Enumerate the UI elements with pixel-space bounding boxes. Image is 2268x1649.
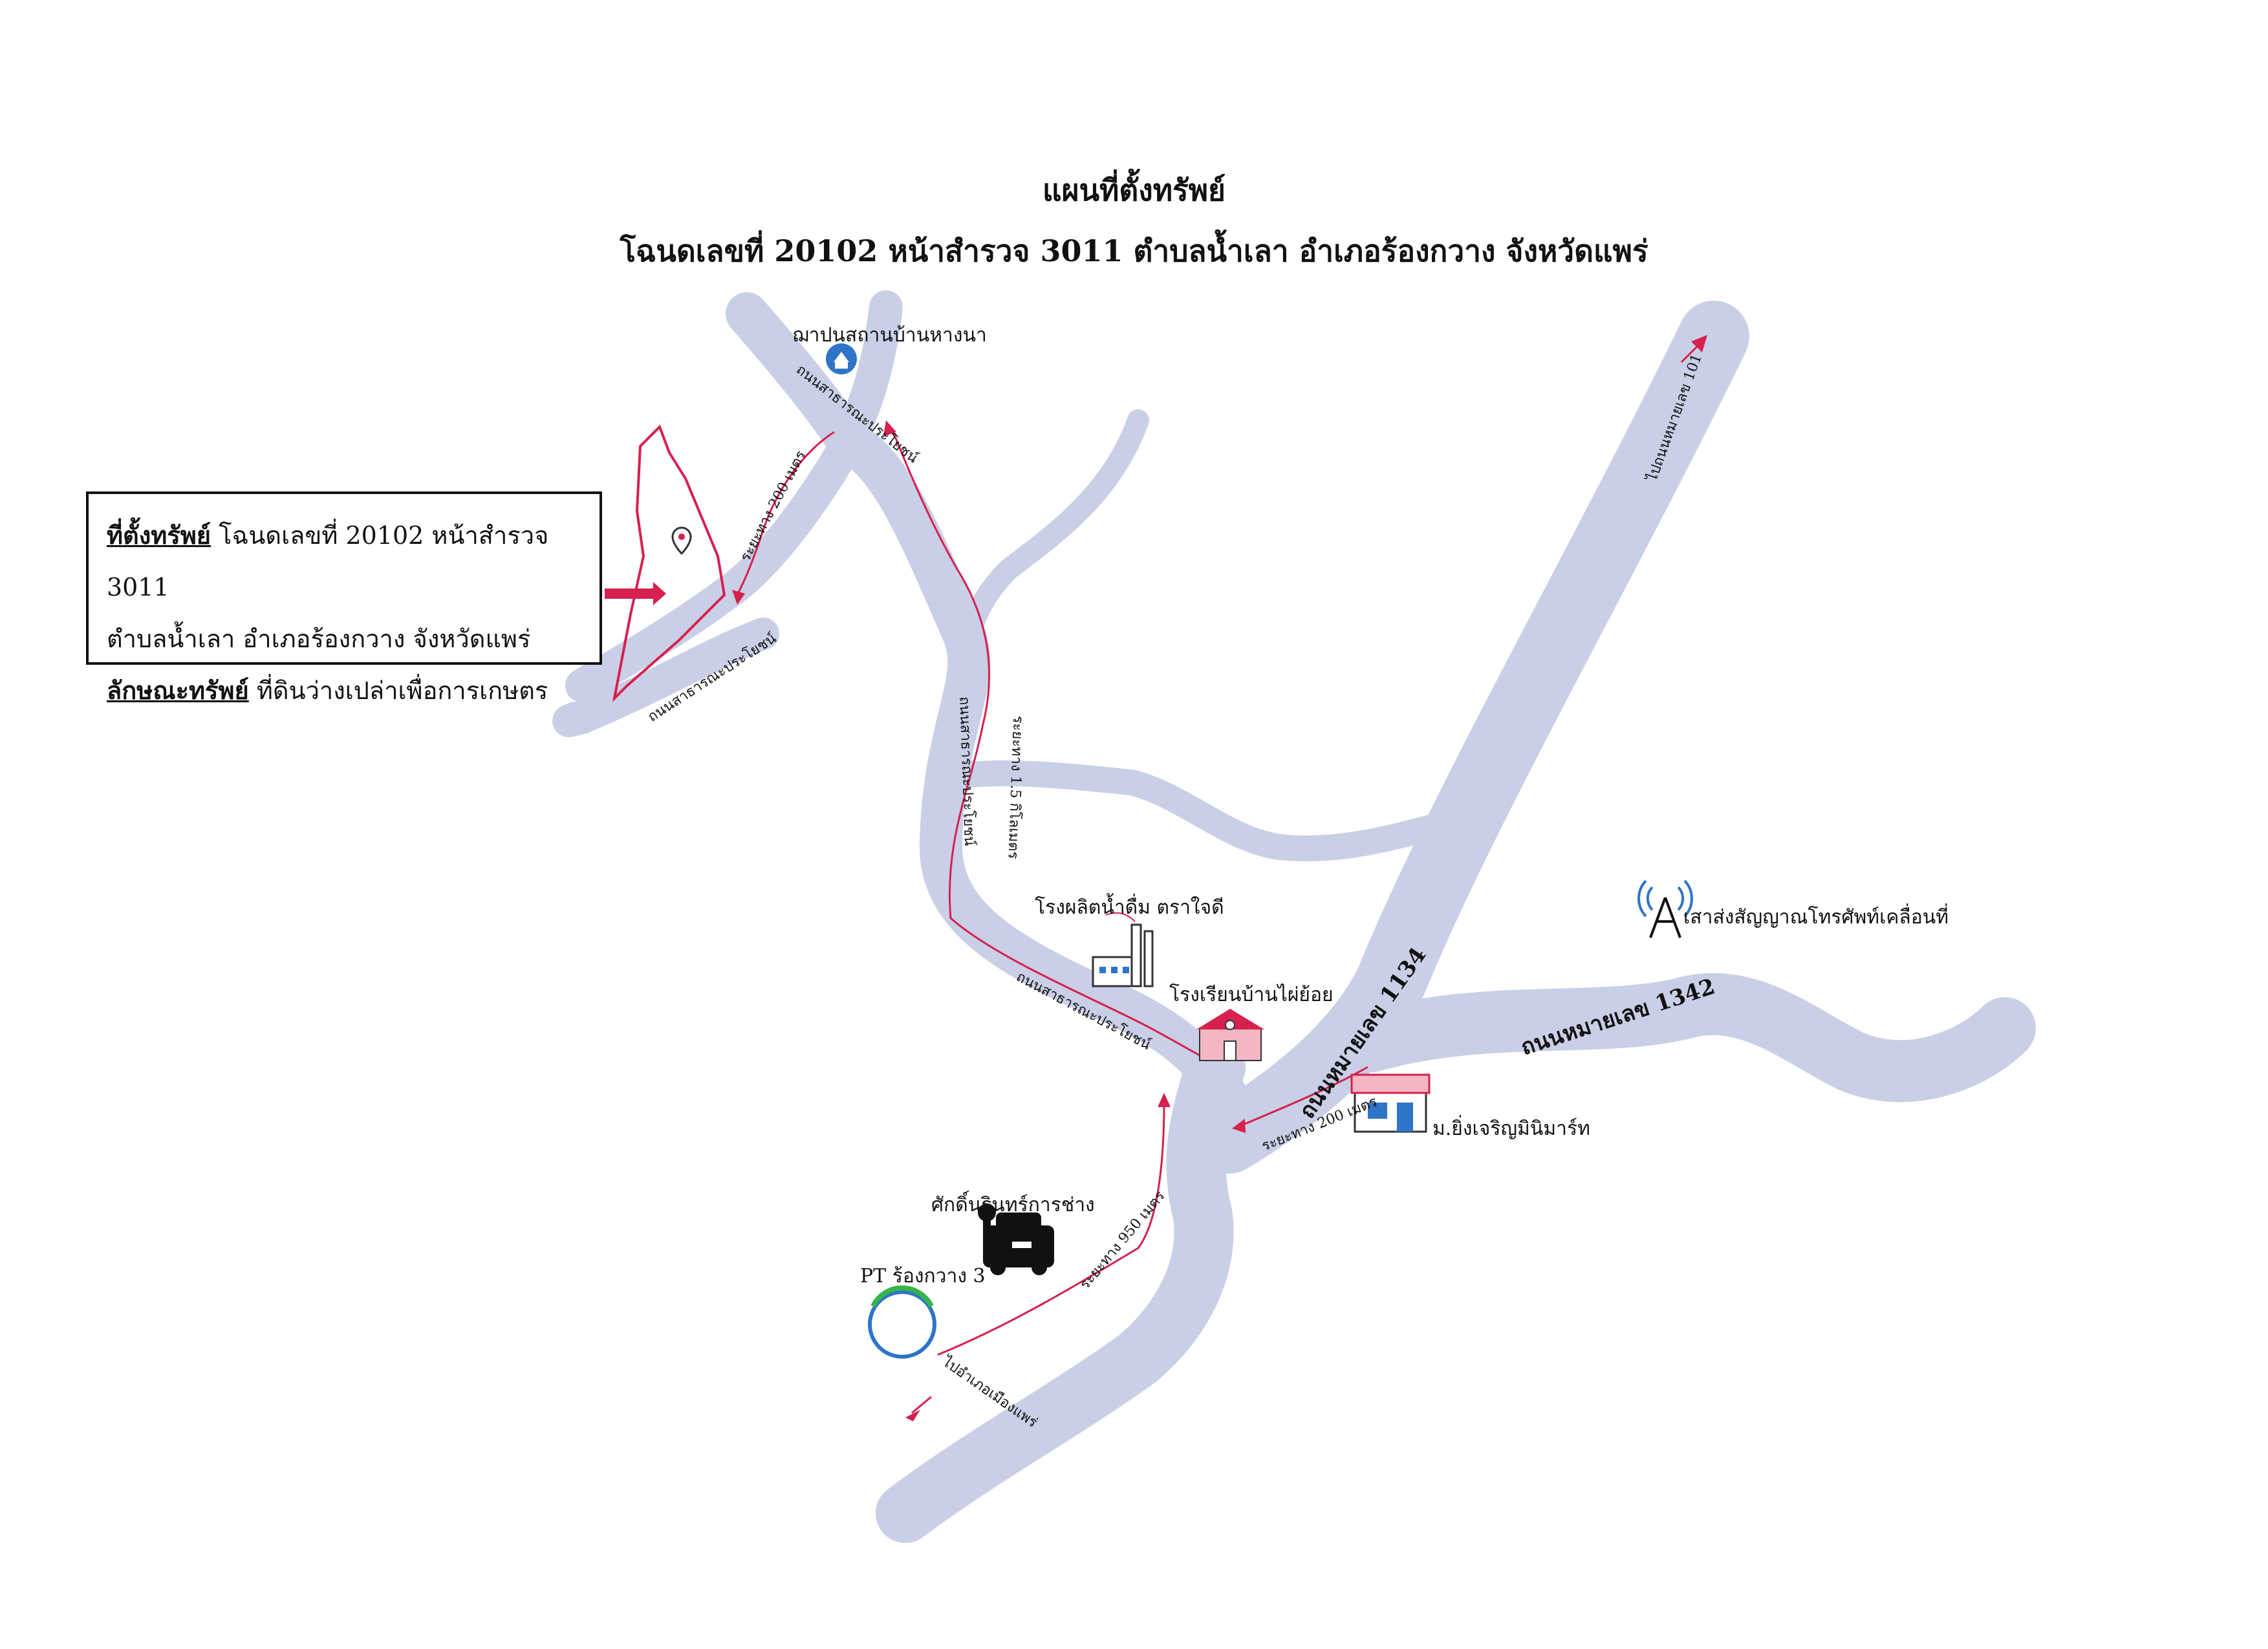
church-icon — [826, 343, 857, 374]
arrowhead-101 — [1691, 335, 1707, 352]
location-row: ที่ตั้งทรัพย์ โฉนดเลขที่ 20102 หน้าสำรวจ… — [107, 510, 581, 613]
road-west-end — [552, 702, 598, 737]
map-subtitle: โฉนดเลขที่ 20102 หน้าสำรวจ 3011 ตำบลน้ำเ… — [620, 233, 1648, 268]
location-row-2: ตำบลน้ำเลา อำเภอร้องกวาง จังหวัดแพร่ — [107, 625, 531, 653]
road-upper-diagonal — [726, 292, 1250, 1121]
type-value: ที่ดินว่างเปล่าเพื่อการเกษตร — [248, 676, 548, 705]
arrowhead-top — [883, 420, 896, 436]
location-value: โฉนดเลขที่ 20102 หน้าสำรวจ 3011 — [107, 521, 549, 601]
connector-road — [944, 760, 1468, 861]
tower-icon — [1637, 879, 1693, 938]
school-icon — [1196, 1009, 1264, 1061]
arrowhead-shop — [1232, 1119, 1246, 1133]
map-title: แผนที่ตั้งทรัพย์ — [1042, 173, 1226, 208]
school-label: โรงเรียนบ้านไผ่ย้อย — [1169, 984, 1334, 1006]
plot-arrow — [605, 582, 666, 605]
arrowhead-plot — [732, 590, 745, 605]
route-top-to-plot — [736, 431, 835, 596]
church-label: ฌาปนสถานบ้านหางนา — [792, 324, 987, 347]
shop-label: ม.ยิ่งเจริญมินิมาร์ท — [1432, 1117, 1590, 1140]
road-network — [552, 290, 2036, 1543]
road-cross-top — [565, 290, 903, 702]
garage-icon — [978, 1203, 1054, 1275]
arrow-to-phrae — [911, 1396, 932, 1414]
road-plot-south — [566, 618, 779, 734]
tower-label: เสาส่งสัญญาณโทรศัพท์เคลื่อนที่ — [1683, 906, 1949, 929]
gas-station-label: PT ร้องกวาง 3 — [860, 1265, 986, 1288]
location-key: ที่ตั้งทรัพย์ — [107, 521, 211, 550]
shop-icon — [1350, 1073, 1431, 1133]
factory-icon — [1092, 912, 1154, 987]
pt-logo — [868, 1285, 936, 1359]
land-plot-outline — [612, 424, 726, 703]
property-info-box: ที่ตั้งทรัพย์ โฉนดเลขที่ 20102 หน้าสำรวจ… — [86, 491, 602, 705]
route-public-road — [891, 429, 1210, 1062]
arrowhead-gas — [1158, 1093, 1171, 1107]
route-gas-station — [937, 1102, 1165, 1356]
route-shop — [1241, 1066, 1368, 1126]
garage-label: ศักดิ์นรินทร์การช่าง — [931, 1194, 1095, 1216]
type-key: ลักษณะทรัพย์ — [107, 676, 249, 705]
arrowhead-phrae — [905, 1410, 920, 1421]
route-arrowheads — [732, 335, 1707, 1421]
location-pin-icon — [671, 526, 692, 555]
highway-1134 — [1193, 301, 1749, 1174]
branch-road — [956, 409, 1149, 651]
factory-label: โรงผลิตน้ำดื่ม ตราใจดี — [1035, 896, 1224, 919]
highway-1342 — [1340, 973, 2036, 1103]
type-row: ลักษณะทรัพย์ ที่ดินว่างเปล่าเพื่อการเกษต… — [107, 665, 581, 717]
